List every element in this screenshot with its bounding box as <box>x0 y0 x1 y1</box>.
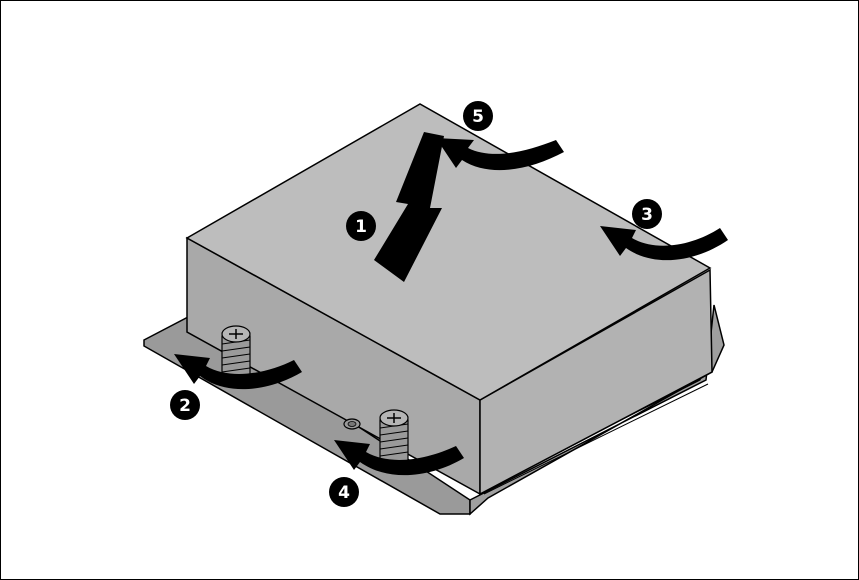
down-arrow-icon <box>374 132 444 282</box>
step-badge-1: 1 <box>346 211 376 241</box>
curved-arrow-icon-2 <box>174 354 302 390</box>
step-label-4: 4 <box>338 483 350 503</box>
step-label-5: 5 <box>472 107 484 127</box>
heatsink-top-face <box>185 103 712 401</box>
curved-arrow-icon-4 <box>334 440 464 476</box>
base-hole-inner <box>347 421 357 427</box>
step-label-3: 3 <box>641 205 653 225</box>
curved-arrow-icon-5 <box>436 138 564 171</box>
base-rail-2 <box>483 383 709 495</box>
step-badge-4: 4 <box>329 477 359 507</box>
curved-arrow-icon-3 <box>600 226 728 261</box>
step-badge-5: 5 <box>463 101 493 131</box>
step-label-1: 1 <box>355 217 367 237</box>
screw-left <box>221 325 251 377</box>
step-badge-3: 3 <box>632 199 662 229</box>
screw-right <box>379 409 409 463</box>
heatsink-right-face <box>479 268 713 496</box>
step-label-2: 2 <box>179 396 191 416</box>
step-badge-2: 2 <box>170 390 200 420</box>
